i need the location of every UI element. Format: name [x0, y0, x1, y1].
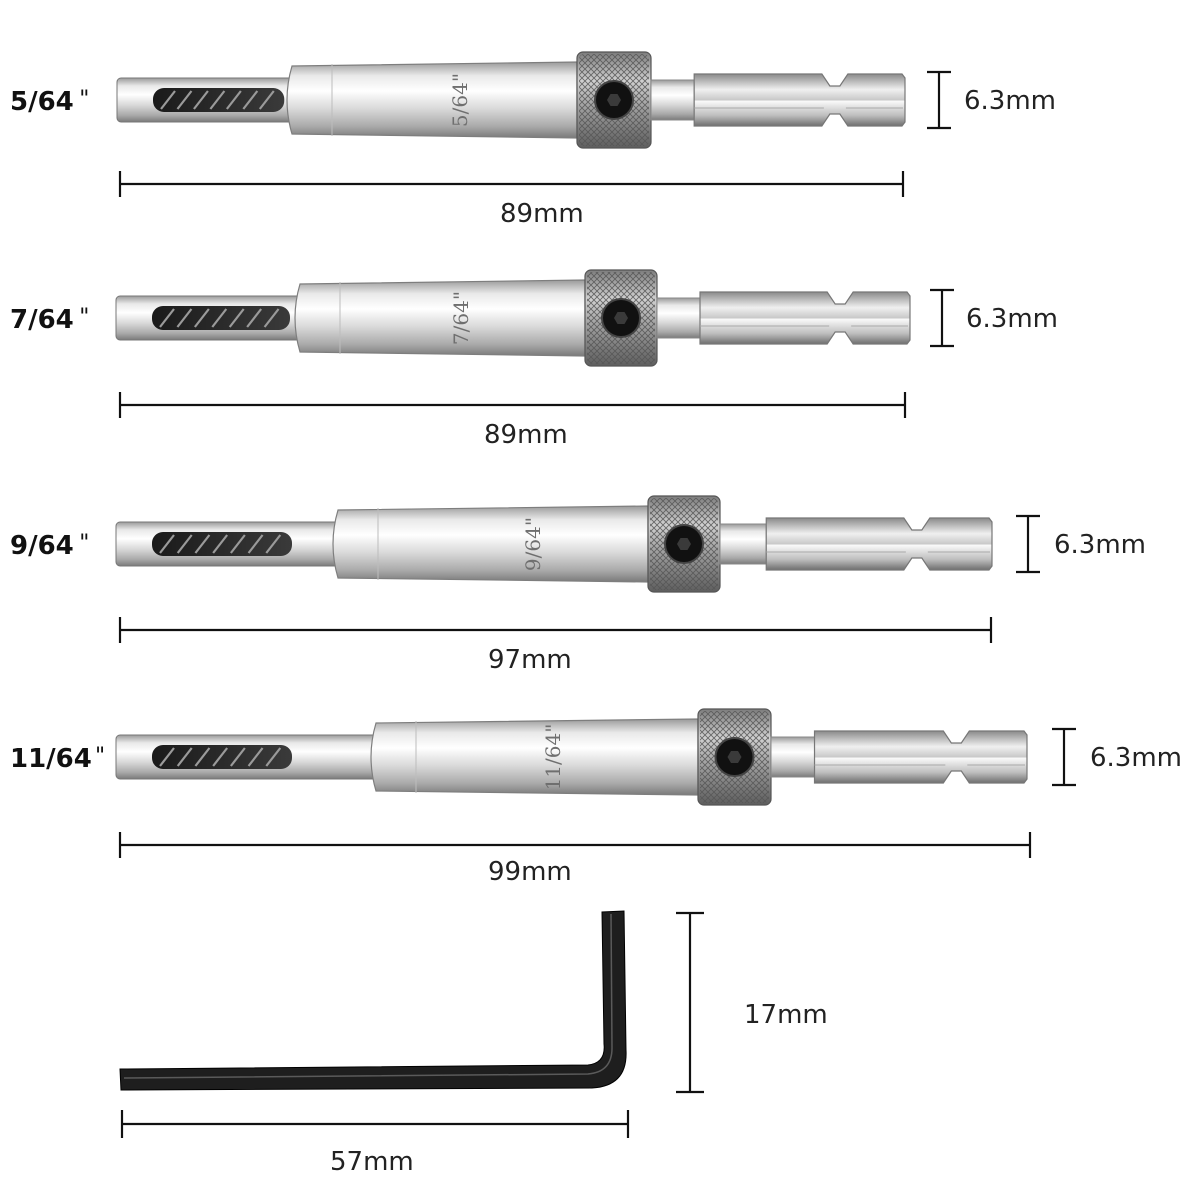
inch-mark: "	[79, 305, 89, 330]
drill-flute	[263, 308, 280, 328]
drill-flute	[193, 308, 210, 328]
bit-engraving: 11/64"	[541, 724, 565, 791]
drill-flute	[176, 90, 193, 110]
drill-slot	[152, 745, 292, 769]
hex-wrench-shape	[119, 910, 627, 1091]
length-label: 89mm	[484, 420, 568, 450]
hex-wrench: 17mm 57mm	[119, 910, 828, 1177]
length-label: 99mm	[488, 857, 572, 887]
drill-flute	[246, 308, 263, 328]
bit-size-label: 11/64	[10, 744, 92, 774]
drill-flute	[194, 534, 211, 554]
drill-bit-4: 11/64" 11/64" 6.3mm 99mm	[10, 708, 1182, 887]
drill-bit-2: 7/64" 7/64" 6.3mm 89mm	[10, 269, 1058, 450]
drill-flute	[265, 534, 282, 554]
drill-flute	[160, 90, 176, 110]
drill-flute	[242, 90, 259, 110]
wrench-length-dimension: 57mm	[120, 1110, 630, 1177]
bit-engraving: 5/64"	[448, 73, 472, 127]
drill-slot	[152, 532, 292, 556]
length-dimension: 97mm	[118, 617, 993, 675]
diameter-dimension: 6.3mm	[1016, 514, 1146, 574]
drill-flute	[159, 308, 175, 328]
drill-flute	[176, 534, 193, 554]
length-dimension: 89mm	[118, 392, 907, 450]
drill-flute	[212, 747, 229, 767]
length-dimension: 99mm	[118, 832, 1032, 887]
hex-socket	[607, 94, 621, 106]
depth-sleeve	[294, 279, 586, 357]
wrench-height-label: 17mm	[744, 1000, 828, 1030]
hex-shank	[699, 291, 911, 345]
drill-flute	[212, 534, 229, 554]
bit-engraving: 7/64"	[449, 291, 473, 345]
drill-bit-3: 9/64" 9/64" 6.3mm 97mm	[10, 495, 1146, 675]
hex-socket	[614, 312, 628, 324]
shank-neck	[770, 736, 816, 778]
drill-flute	[194, 747, 211, 767]
drill-flute	[159, 534, 175, 554]
shank-neck	[719, 523, 767, 565]
drill-bits: 5/64"5/64"6.3mm89mm7/64"7/64"6.3mm89mm9/…	[10, 51, 1182, 887]
drill-flute	[247, 534, 264, 554]
inch-mark: "	[95, 744, 105, 769]
drill-flute	[258, 90, 275, 110]
shank-neck	[656, 297, 701, 339]
hex-shank	[765, 517, 993, 571]
diameter-dimension: 6.3mm	[930, 288, 1058, 348]
drill-flute	[209, 90, 226, 110]
bit-size-label: 5/64	[10, 87, 74, 117]
bit-size-label: 9/64	[10, 531, 74, 561]
drill-bit-1: 5/64" 5/64" 6.3mm 89mm	[10, 51, 1056, 229]
drill-flute	[193, 90, 209, 110]
shank-neck	[650, 79, 695, 121]
depth-sleeve	[332, 505, 649, 583]
bit-size-label: 7/64	[10, 305, 74, 335]
diameter-dimension: 6.3mm	[1052, 727, 1182, 787]
drill-flute	[229, 534, 246, 554]
length-label: 97mm	[488, 645, 572, 675]
hex-shank	[813, 730, 1028, 784]
wrench-height-dimension: 17mm	[676, 911, 828, 1094]
diameter-label: 6.3mm	[1090, 743, 1182, 773]
drill-flute	[225, 90, 242, 110]
hex-wrench-highlight	[123, 913, 613, 1079]
length-label: 89mm	[500, 199, 584, 229]
drill-flute	[228, 308, 245, 328]
inch-mark: "	[79, 87, 89, 112]
hex-socket	[727, 751, 742, 763]
drill-flute	[176, 308, 193, 328]
depth-sleeve	[286, 61, 578, 139]
drill-flute	[159, 747, 175, 767]
wrench-length-label: 57mm	[330, 1147, 414, 1177]
diameter-label: 6.3mm	[966, 304, 1058, 334]
bit-engraving: 9/64"	[521, 517, 545, 571]
drill-flute	[211, 308, 228, 328]
drill-slot	[152, 306, 290, 330]
inch-mark: "	[79, 531, 89, 556]
length-dimension: 89mm	[118, 171, 905, 229]
depth-sleeve	[370, 718, 699, 796]
diameter-label: 6.3mm	[964, 86, 1056, 116]
drill-flute	[229, 747, 246, 767]
hex-socket	[677, 538, 691, 550]
diameter-label: 6.3mm	[1054, 530, 1146, 560]
diameter-dimension: 6.3mm	[927, 70, 1056, 130]
drill-flute	[176, 747, 193, 767]
drill-flute	[247, 747, 264, 767]
drill-flute	[265, 747, 282, 767]
hex-shank	[693, 73, 906, 127]
